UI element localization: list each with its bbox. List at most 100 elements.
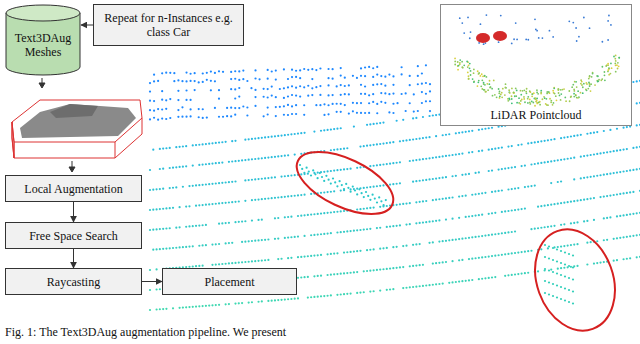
lidar-point — [303, 276, 305, 278]
lidar-point — [340, 111, 342, 113]
process-box: Raycasting — [5, 268, 142, 295]
lidar-point — [165, 99, 167, 101]
lidar-point — [356, 292, 358, 294]
lidar-point — [271, 136, 273, 138]
lidar-point — [369, 228, 371, 230]
lidar-point — [283, 97, 285, 99]
lidar-point — [363, 229, 365, 231]
lidar-point — [185, 99, 187, 101]
lidar-point — [461, 195, 463, 197]
lidar-point — [159, 248, 161, 250]
lidar-point — [527, 142, 529, 144]
lidar-point — [622, 170, 624, 172]
lidar-point — [570, 222, 572, 224]
lidar-point — [514, 273, 516, 275]
lidar-point — [344, 93, 346, 95]
lidar-point — [299, 85, 301, 87]
lidar-point — [159, 208, 161, 210]
lidar-point — [547, 226, 549, 228]
lidar-point — [185, 165, 187, 167]
lidar-point — [169, 227, 171, 229]
lidar-point — [271, 300, 273, 302]
lidar-point — [234, 97, 236, 99]
lidar-point — [501, 232, 503, 234]
lidar-point — [386, 163, 388, 165]
lidar-point — [280, 258, 282, 260]
lidar-point — [205, 244, 207, 246]
lidar-point — [540, 162, 542, 164]
lidar-point — [380, 200, 382, 202]
lidar-point — [346, 272, 348, 274]
lidar-point — [291, 113, 293, 115]
lidar-point — [257, 137, 259, 139]
lidar-point — [215, 162, 217, 164]
lidar-point — [461, 238, 463, 240]
lidar-point — [303, 255, 305, 257]
lidar-point — [409, 160, 411, 162]
lidar-point — [461, 259, 463, 261]
lidar-point — [159, 308, 161, 310]
lidar-point — [202, 81, 204, 83]
lidar-point — [639, 124, 640, 126]
lidar-point — [258, 78, 260, 80]
lidar-point — [343, 272, 345, 274]
lidar-point — [639, 102, 640, 104]
lidar-point — [340, 210, 342, 212]
lidar-point — [267, 106, 269, 108]
lidar-point — [271, 156, 273, 158]
lidar-point — [343, 293, 345, 295]
lidar-point — [435, 262, 437, 264]
lidar-point — [636, 234, 638, 236]
lidar-point — [373, 248, 375, 250]
lidar-point — [326, 274, 328, 276]
lidar-point — [626, 258, 628, 260]
lidar-point — [330, 211, 332, 213]
lidar-point — [177, 109, 179, 111]
lidar-point — [218, 182, 220, 184]
lidar-point — [238, 87, 240, 89]
lidar-point — [580, 199, 582, 201]
lidar-point — [392, 103, 394, 105]
lidar-point — [560, 267, 562, 269]
lidar-point — [573, 222, 575, 224]
lidar-point — [211, 264, 213, 266]
lidar-point — [373, 206, 375, 208]
lidar-point — [435, 114, 437, 116]
lidar-point — [192, 144, 194, 146]
lidar-point — [319, 172, 321, 174]
lidar-point — [333, 170, 335, 172]
lidar-point — [330, 149, 332, 151]
lidar-point — [257, 198, 259, 200]
lidar-point — [354, 189, 356, 191]
lidar-point — [323, 129, 325, 131]
lidar-point — [182, 166, 184, 168]
lidar-point — [325, 175, 327, 177]
lidar-point — [287, 86, 289, 88]
lidar-point — [290, 174, 292, 176]
lidar-point — [210, 70, 212, 72]
lidar-point — [491, 127, 493, 129]
lidar-point — [474, 172, 476, 174]
lidar-point — [271, 197, 273, 199]
lidar-point — [221, 141, 223, 143]
lidar-point — [405, 92, 407, 94]
lidar-point — [392, 141, 394, 143]
lidar-point — [366, 207, 368, 209]
lidar-point — [267, 156, 269, 158]
lidar-point — [552, 247, 554, 249]
lidar-point — [514, 187, 516, 189]
lidar-point — [421, 72, 423, 74]
lidar-point — [257, 158, 259, 160]
lidar-point — [333, 149, 335, 151]
lidar-point — [297, 277, 299, 279]
lidar-point — [192, 245, 194, 247]
lidar-point — [494, 190, 496, 192]
lidar-point — [267, 96, 269, 98]
lidar-point — [527, 250, 529, 252]
lidar-point — [412, 286, 414, 288]
lidar-point — [326, 295, 328, 297]
lidar-point — [211, 243, 213, 245]
lidar-point — [422, 200, 424, 202]
lidar-point — [352, 110, 354, 112]
lidar-point — [257, 301, 259, 303]
